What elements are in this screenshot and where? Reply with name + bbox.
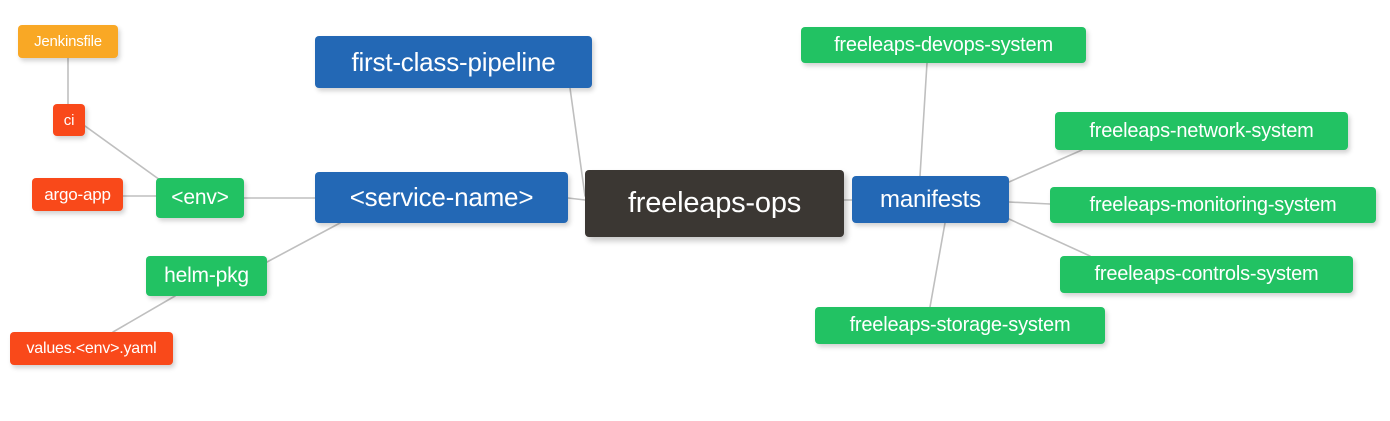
node-label: first-class-pipeline: [351, 46, 556, 77]
edge-env-to-ci: [84, 125, 161, 181]
node-label: ci: [63, 111, 75, 129]
node-argo-app[interactable]: argo-app: [32, 178, 123, 211]
node-first-class-pipeline[interactable]: first-class-pipeline: [315, 36, 592, 88]
node-service-name[interactable]: <service-name>: [315, 172, 568, 223]
node-label: <service-name>: [349, 182, 534, 212]
edge-manifests-to-network-system: [1008, 149, 1083, 183]
node-label: argo-app: [44, 184, 111, 204]
edge-manifests-to-controls-system: [1008, 218, 1091, 257]
node-label: freeleaps-controls-system: [1094, 263, 1319, 285]
node-monitoring-system[interactable]: freeleaps-monitoring-system: [1050, 187, 1376, 223]
node-label: values.<env>.yaml: [26, 339, 157, 357]
node-env[interactable]: <env>: [156, 178, 244, 218]
node-label: freeleaps-devops-system: [834, 33, 1053, 56]
node-label: Jenkinsfile: [34, 33, 102, 50]
node-ci[interactable]: ci: [53, 104, 85, 136]
node-label: helm-pkg: [164, 264, 249, 287]
node-root[interactable]: freeleaps-ops: [585, 170, 844, 237]
node-jenkinsfile[interactable]: Jenkinsfile: [18, 25, 118, 58]
node-storage-system[interactable]: freeleaps-storage-system: [815, 307, 1105, 344]
node-label: freeleaps-storage-system: [849, 314, 1071, 336]
node-label: freeleaps-ops: [627, 187, 802, 219]
node-controls-system[interactable]: freeleaps-controls-system: [1060, 256, 1353, 293]
node-helm-pkg[interactable]: helm-pkg: [146, 256, 267, 296]
node-label: freeleaps-network-system: [1089, 119, 1314, 142]
node-manifests[interactable]: manifests: [852, 176, 1009, 223]
edge-manifests-to-storage-system: [929, 222, 946, 308]
edge-service-name-to-helm-pkg: [266, 222, 341, 263]
node-devops-system[interactable]: freeleaps-devops-system: [801, 27, 1086, 63]
node-values-yaml[interactable]: values.<env>.yaml: [10, 332, 173, 365]
node-label: freeleaps-monitoring-system: [1089, 193, 1337, 216]
node-network-system[interactable]: freeleaps-network-system: [1055, 112, 1348, 150]
node-label: manifests: [880, 185, 981, 213]
node-label: <env>: [171, 186, 229, 209]
edge-manifests-to-monitoring-system: [1008, 201, 1051, 205]
edge-root-to-first-class-pipeline: [569, 87, 586, 197]
edge-helm-pkg-to-values-yaml: [112, 295, 176, 333]
edge-manifests-to-devops-system: [919, 62, 928, 177]
edge-root-to-service-name: [567, 197, 586, 201]
